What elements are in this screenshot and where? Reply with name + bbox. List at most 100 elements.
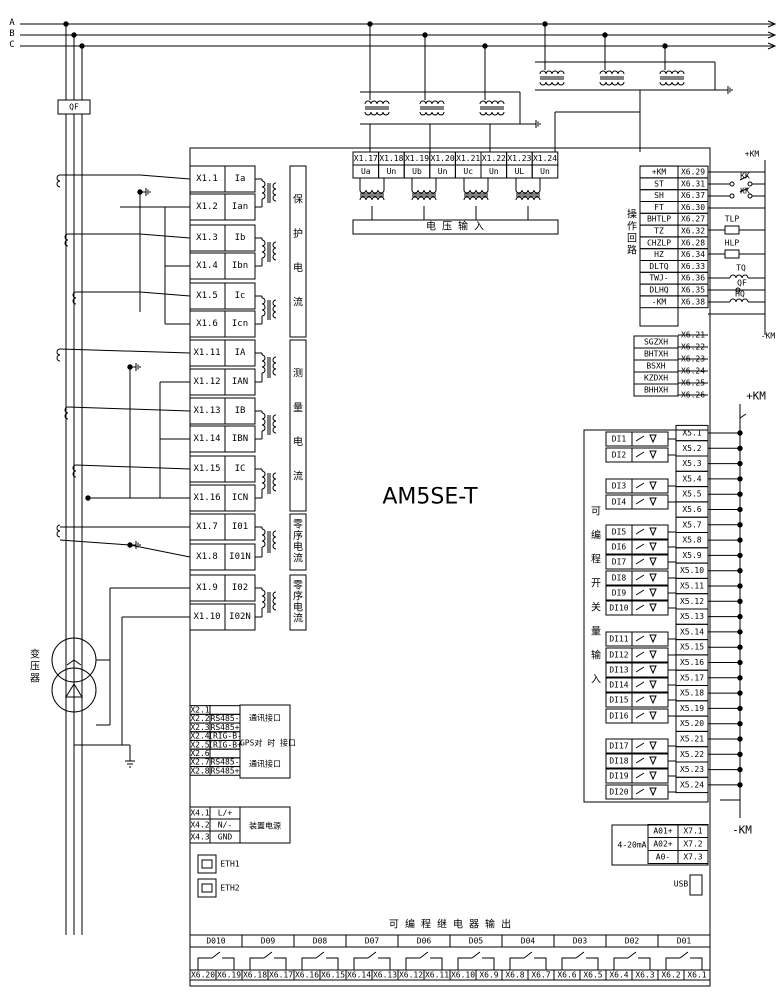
di-terminal-X5-17: X5.17: [680, 673, 704, 682]
di-label-di18: DI18: [609, 757, 628, 766]
eth-port-icon: [201, 883, 213, 893]
di-group-label-char: 量: [591, 626, 601, 638]
optocoupler-diode-icon: [649, 557, 657, 567]
do-terminal: X6.7: [531, 971, 550, 980]
ct-primary-coil-icon: [261, 528, 266, 548]
op-signal-FT: FT: [654, 203, 664, 212]
op-terminal-X6-33: X6.33: [681, 262, 705, 271]
op-minus-km: -KM: [761, 332, 776, 341]
ct-primary-coil-icon: [261, 297, 266, 317]
di-terminal-X5-4: X5.4: [682, 474, 701, 483]
di-terminal-X5-8: X5.8: [682, 536, 701, 545]
ext-pt-coil-icon: [539, 70, 565, 75]
vterminal-X1-18: X1.18: [379, 154, 403, 163]
di-label-di17: DI17: [609, 742, 628, 751]
transformer-label-char: 器: [30, 673, 40, 685]
eth-port-icon: [197, 878, 217, 898]
di-label-di5: DI5: [612, 528, 627, 537]
op-signal-TWJ: TWJ-: [649, 274, 668, 283]
pt-coil-icon: [359, 189, 385, 194]
ct-secondary-coil-icon: [272, 472, 277, 492]
optocoupler-box: [631, 524, 669, 540]
kk-switch-icon: [739, 175, 749, 181]
ext-pt-coil-icon: [659, 70, 685, 75]
op-signal-CHZLP: CHZLP: [647, 238, 671, 247]
di-terminal-X5-21: X5.21: [680, 735, 704, 744]
di-label-di2: DI2: [612, 451, 627, 460]
optocoupler-arrow-icon: [635, 742, 645, 749]
di-label-di20: DI20: [609, 788, 628, 797]
signal-Ic: Ic: [235, 291, 246, 301]
signal-I01: I01: [232, 522, 248, 532]
optocoupler-diode-icon: [649, 680, 657, 690]
ct-wire: [59, 539, 131, 546]
comm-terminal-X2-1: X2.1: [190, 706, 209, 715]
di-label-di10: DI10: [609, 604, 628, 613]
signal-Icn: Icn: [232, 319, 248, 329]
di-label-di6: DI6: [612, 543, 627, 552]
group-label-char: 流: [293, 612, 303, 625]
ct-secondary-coil-icon: [272, 241, 277, 261]
relay-contact-icon: [561, 951, 599, 970]
transformer-label-char: 压: [30, 661, 40, 673]
group-label-char: 序: [293, 590, 303, 603]
op-signal-KM: +KM: [652, 168, 667, 177]
power-signal: N/-: [218, 821, 232, 830]
op-terminal-X6-38: X6.38: [681, 297, 705, 306]
optocoupler-box: [631, 784, 669, 800]
relay-contact-icon: [249, 951, 287, 970]
di-terminal-X5-3: X5.3: [682, 459, 701, 468]
optocoupler-arrow-icon: [635, 435, 645, 442]
group-label-char: 零: [293, 580, 303, 592]
junction-dot: [542, 21, 548, 27]
group-label-char: 流: [293, 469, 303, 482]
optocoupler-arrow-icon: [635, 712, 645, 719]
ext-pt-coil-icon: [364, 111, 390, 116]
vsignal-Uc: Uc: [463, 167, 473, 176]
optocoupler-arrow-icon: [635, 635, 645, 642]
ext-pt-coil-icon: [539, 81, 565, 86]
pt-coil-icon: [463, 189, 489, 194]
relay-contact-icon: [613, 951, 651, 970]
power-label: 装置电源: [249, 821, 281, 831]
bus-arrow-icon: [767, 20, 777, 28]
do-label-d05: D05: [469, 937, 484, 946]
optocoupler-diode-icon: [649, 542, 657, 552]
pt-coil-icon: [359, 196, 385, 201]
group-label-char: 电: [293, 601, 303, 614]
di-terminal-X5-2: X5.2: [682, 444, 701, 453]
di-label-di1: DI1: [612, 435, 627, 444]
signal-Ian: Ian: [232, 202, 248, 212]
current-group-box: [289, 574, 307, 631]
power-signal: GND: [218, 833, 233, 842]
group-label-char: 流: [293, 295, 303, 308]
do-terminal: X6.19: [217, 971, 241, 980]
ct-secondary-coil-icon: [272, 356, 277, 376]
do-terminal: X6.12: [399, 971, 423, 980]
ct-wire: [129, 544, 191, 558]
terminal-X1-10: X1.10: [193, 612, 220, 622]
pt-coil-icon: [411, 189, 437, 194]
signal-Ibn: Ibn: [232, 261, 248, 271]
di-group-label-char: 关: [591, 601, 601, 614]
power-label-box: [239, 806, 291, 844]
op-signal-BHTLP: BHTLP: [647, 215, 671, 224]
sig-terminal-X6-24: X6.24: [681, 367, 705, 376]
comm-terminal-X2-3: X2.3: [190, 723, 209, 732]
analog-terminal-X7-3: X7.3: [683, 853, 702, 862]
op-plus-km: +KM: [745, 150, 760, 159]
eth-port-icon: [197, 854, 217, 874]
qf-label: QF: [69, 103, 79, 112]
do-label-d02: D02: [625, 937, 640, 946]
do-terminal: X6.6: [557, 971, 576, 980]
di-minus-km: -KM: [732, 824, 752, 837]
comm-terminal-X2-5: X2.5: [190, 740, 209, 749]
group-label-char: 保: [293, 193, 303, 206]
bus-label-b: B: [9, 29, 14, 39]
optocoupler-arrow-icon: [635, 604, 645, 611]
op-terminal-X6-31: X6.31: [681, 179, 705, 188]
vsignal-Un: Un: [489, 167, 499, 176]
comm-signal: RS485+: [211, 723, 240, 732]
